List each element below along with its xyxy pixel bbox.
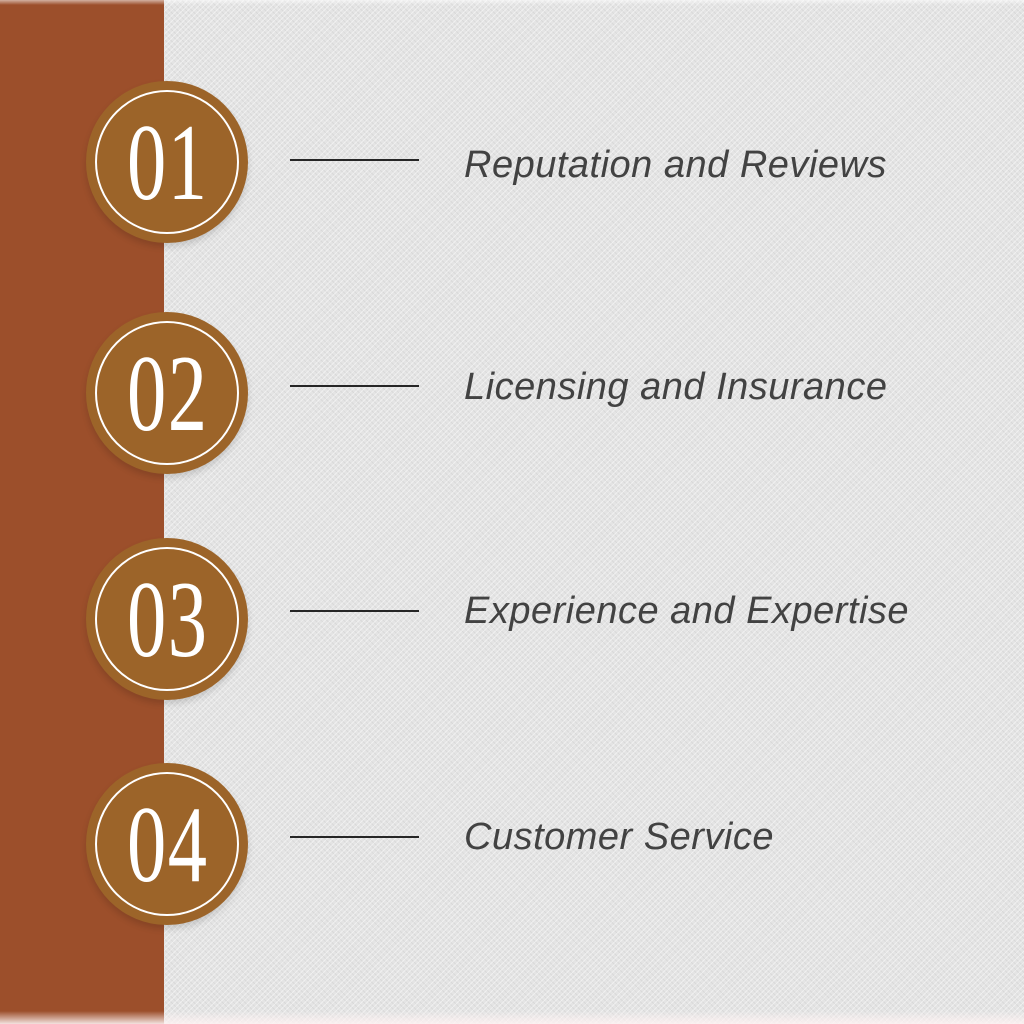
step-2-number: 02 [127,332,209,454]
step-4-number: 04 [127,783,209,905]
step-1-number-badge: 01 [86,81,248,243]
badge-ring [95,547,239,691]
step-2-label: Licensing and Insurance [464,365,888,408]
badge-ring [95,772,239,916]
connector-line [290,159,419,161]
step-4-label: Customer Service [464,815,774,858]
connector-line [290,610,419,612]
connector-line [290,836,419,838]
connector-line [290,385,419,387]
step-3-number-badge: 03 [86,538,248,700]
step-1-number: 01 [127,101,209,223]
step-1-label: Reputation and Reviews [464,143,887,186]
step-2-number-badge: 02 [86,312,248,474]
step-4-number-badge: 04 [86,763,248,925]
badge-ring [95,321,239,465]
step-3-label: Experience and Expertise [464,589,910,632]
badge-ring [95,90,239,234]
step-3-number: 03 [127,558,209,680]
